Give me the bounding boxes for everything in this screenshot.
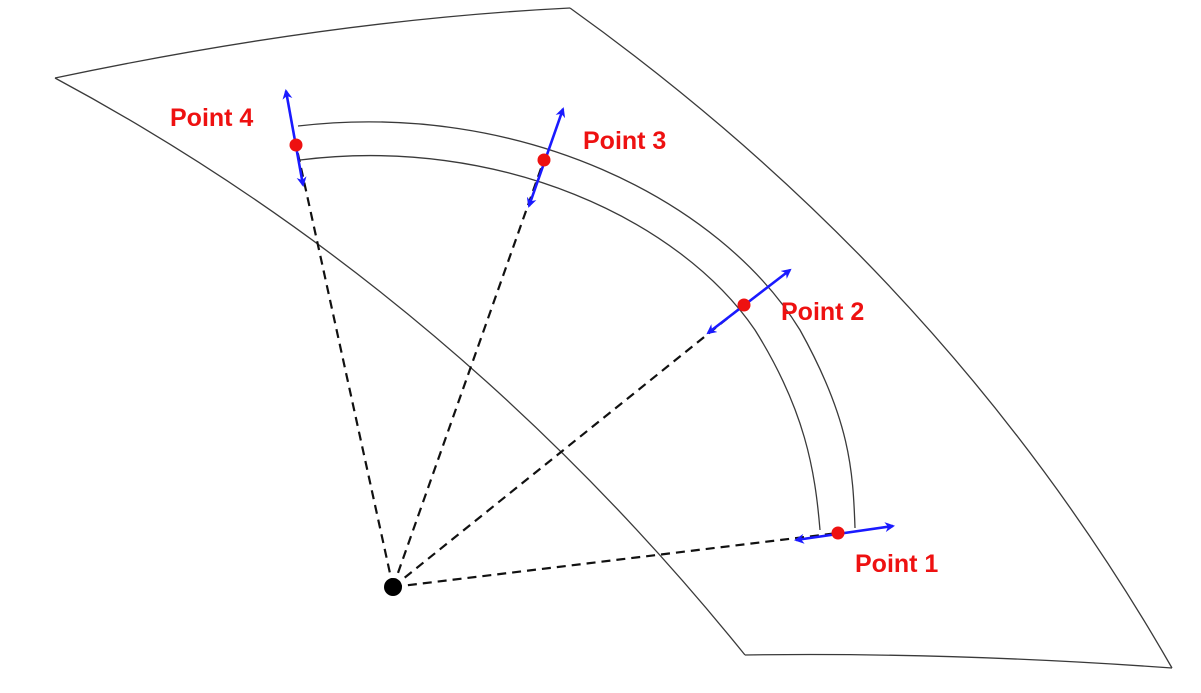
point-3-marker [537,153,551,167]
sheet-right-edge [569,7,1173,669]
radial-line-point-1 [392,531,839,589]
sheet-top-edge [54,7,571,79]
point-2-marker [737,298,751,312]
point-4-marker [289,138,303,152]
point-1-marker [831,526,845,540]
radial-line-point-2 [392,304,745,588]
point-3-label: Point 3 [583,127,666,155]
point-1-label: Point 1 [855,550,938,578]
normal-arrow-point-4 [282,89,307,187]
sheet-bottom-edge [744,653,1173,669]
point-2-label: Point 2 [781,298,864,326]
radial-line-point-4 [294,144,395,588]
band-inner-arc [299,154,821,531]
center-point [384,578,402,596]
point-4-label: Point 4 [170,104,253,132]
sheet-left-edge [54,77,746,656]
radial-line-point-3 [391,159,546,588]
